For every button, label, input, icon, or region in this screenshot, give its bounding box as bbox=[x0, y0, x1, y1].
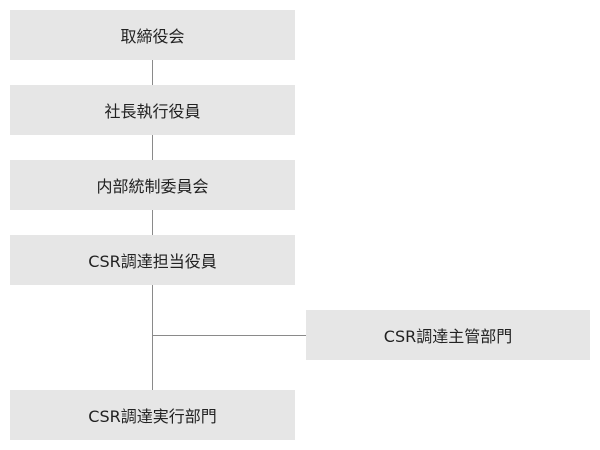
node-csr-procurement-managing-dept: CSR調達主管部門 bbox=[306, 310, 590, 360]
connector-csr-officer-execution-dept bbox=[152, 285, 153, 390]
connector-internal-control-csr-officer bbox=[152, 210, 153, 235]
node-label: 社長執行役員 bbox=[104, 102, 201, 121]
node-label: CSR調達主管部門 bbox=[383, 327, 513, 346]
node-president: 社長執行役員 bbox=[10, 85, 295, 135]
node-label: 取締役会 bbox=[120, 27, 185, 46]
node-label: 内部統制委員会 bbox=[96, 177, 209, 196]
node-internal-control-committee: 内部統制委員会 bbox=[10, 160, 295, 210]
connector-csr-officer-managing-dept bbox=[152, 335, 306, 336]
node-label: CSR調達担当役員 bbox=[88, 252, 217, 271]
node-csr-procurement-officer: CSR調達担当役員 bbox=[10, 235, 295, 285]
node-board: 取締役会 bbox=[10, 10, 295, 60]
connector-board-president bbox=[152, 60, 153, 85]
node-csr-procurement-execution-dept: CSR調達実行部門 bbox=[10, 390, 295, 440]
node-label: CSR調達実行部門 bbox=[88, 407, 217, 426]
connector-president-internal-control bbox=[152, 135, 153, 160]
